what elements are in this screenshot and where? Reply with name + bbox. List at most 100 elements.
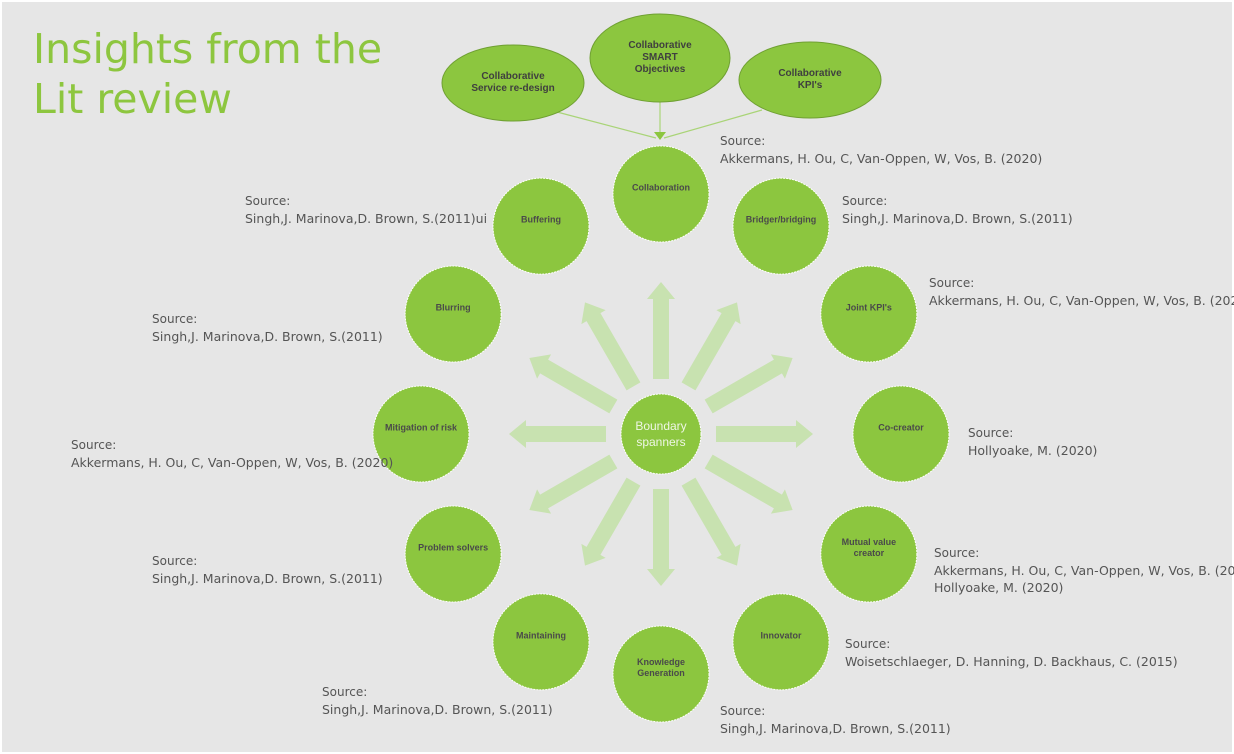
- arrow-shape: [581, 302, 641, 391]
- title-line-2: Lit review: [33, 75, 232, 123]
- source-heading: Source:: [842, 194, 888, 208]
- source-citation: Source: Akkermans, H. Ou, C, Van-Oppen, W…: [934, 545, 1234, 596]
- radial-arrow-icon: [529, 454, 618, 514]
- outer-node: [492, 177, 590, 275]
- source-reference: Hollyoake, M. (2020): [968, 443, 1098, 458]
- source-reference: Hollyoake, M. (2020): [934, 580, 1064, 595]
- source-citation: Source: Singh,J. Marinova,D. Brown, S.(20…: [842, 193, 1073, 227]
- source-citation: Source: Singh,J. Marinova,D. Brown, S.(20…: [152, 553, 383, 587]
- source-reference: Singh,J. Marinova,D. Brown, S.(2011): [152, 571, 383, 586]
- source-citation: Source: Akkermans, H. Ou, C, Van-Oppen, W…: [929, 275, 1234, 309]
- source-reference: Singh,J. Marinova,D. Brown, S.(2011): [842, 211, 1073, 226]
- outer-node: [372, 385, 470, 483]
- radial-arrow-icon: [647, 282, 675, 379]
- radial-arrow-icon: [647, 489, 675, 586]
- source-reference: Singh,J. Marinova,D. Brown, S.(2011): [152, 329, 383, 344]
- source-heading: Source:: [245, 194, 291, 208]
- center-node-label: Boundary spanners: [635, 419, 687, 449]
- outer-node-label: Maintaining: [516, 630, 566, 641]
- outer-node-label: Collaboration: [632, 182, 690, 193]
- source-heading: Source:: [929, 276, 975, 290]
- radial-arrow-icon: [704, 354, 793, 414]
- slide-title: Insights from the Lit review: [33, 24, 382, 124]
- top-oval-label: Collaborative SMART Objectives: [628, 40, 692, 75]
- source-heading: Source:: [71, 438, 117, 452]
- source-heading: Source:: [720, 704, 766, 718]
- source-heading: Source:: [934, 546, 980, 560]
- outer-node-label: Blurring: [435, 302, 471, 313]
- source-heading: Source:: [968, 426, 1014, 440]
- title-line-1: Insights from the: [33, 25, 383, 73]
- outer-node-label: Joint KPI's: [845, 302, 892, 313]
- outer-node-label: Co-creator: [878, 422, 924, 433]
- radial-arrow-icon: [681, 302, 741, 391]
- arrow-shape: [529, 354, 618, 414]
- radial-arrow-icon: [581, 477, 641, 566]
- radial-arrow-icon: [581, 302, 641, 391]
- source-heading: Source:: [845, 637, 891, 651]
- source-reference: Akkermans, H. Ou, C, Van-Oppen, W, Vos, …: [71, 455, 394, 470]
- radial-arrow-icon: [716, 420, 813, 448]
- source-heading: Source:: [152, 312, 198, 326]
- radial-arrow-icon: [681, 477, 741, 566]
- arrow-shape: [529, 454, 618, 514]
- arrow-shape: [581, 477, 641, 566]
- outer-node: [820, 505, 918, 603]
- connector-line: [663, 109, 763, 139]
- top-oval-label: Collaborative KPI's: [778, 68, 842, 91]
- outer-node-label: Innovator: [760, 630, 802, 641]
- source-citation: Source: Akkermans, H. Ou, C, Van-Oppen, W…: [71, 437, 393, 471]
- connector-line: [556, 111, 657, 139]
- outer-node-label: Bridger/bridging: [745, 214, 817, 225]
- outer-node: [820, 265, 918, 363]
- outer-node-label: Knowledge Generation: [636, 657, 686, 678]
- source-citation: Source: Akkermans, H. Ou, C, Van-Oppen, W…: [720, 133, 1042, 167]
- arrow-shape: [647, 489, 675, 586]
- arrow-shape: [509, 420, 606, 448]
- source-citation: Source: Singh,J. Marinova,D. Brown, S.(20…: [152, 311, 383, 345]
- source-citation: Source: Singh,J. Marinova,D. Brown, S.(20…: [245, 193, 487, 227]
- outer-node: [404, 505, 502, 603]
- outer-node-label: Problem solvers: [418, 542, 489, 553]
- source-reference: Singh,J. Marinova,D. Brown, S.(2011)ui: [245, 211, 488, 226]
- outer-node: [732, 593, 830, 691]
- source-reference: Singh,J. Marinova,D. Brown, S.(2011): [720, 721, 951, 736]
- arrow-shape: [647, 282, 675, 379]
- top-oval: [589, 13, 731, 103]
- arrow-shape: [681, 477, 741, 566]
- outer-node: [732, 177, 830, 275]
- top-oval: [441, 44, 585, 122]
- arrow-shape: [681, 302, 741, 391]
- source-heading: Source:: [322, 685, 368, 699]
- outer-node: [612, 145, 710, 243]
- outer-node: [612, 625, 710, 723]
- source-reference: Akkermans, H. Ou, C, Van-Oppen, W, Vos, …: [934, 563, 1234, 578]
- source-citation: Source: Singh,J. Marinova,D. Brown, S.(20…: [322, 684, 553, 718]
- top-oval: [738, 41, 882, 119]
- source-heading: Source:: [720, 134, 766, 148]
- source-citation: Source: Singh,J. Marinova,D. Brown, S.(20…: [720, 703, 951, 737]
- arrowhead-icon: [654, 132, 666, 140]
- source-reference: Woisetschlaeger, D. Hanning, D. Backhaus…: [845, 654, 1178, 669]
- radial-arrow-icon: [509, 420, 606, 448]
- source-heading: Source:: [152, 554, 198, 568]
- outer-node: [852, 385, 950, 483]
- arrow-shape: [716, 420, 813, 448]
- outer-node-label: Mutual value creator: [841, 537, 897, 558]
- source-citation: Source: Woisetschlaeger, D. Hanning, D. B…: [845, 636, 1178, 670]
- outer-node: [492, 593, 590, 691]
- arrow-shape: [704, 354, 793, 414]
- outer-node-label: Mitigation of risk: [385, 422, 457, 433]
- top-oval-label: Collaborative Service re-design: [471, 71, 555, 94]
- radial-arrow-icon: [704, 454, 793, 514]
- outer-node-label: Buffering: [521, 214, 561, 225]
- source-reference: Akkermans, H. Ou, C, Van-Oppen, W, Vos, …: [720, 151, 1043, 166]
- source-reference: Akkermans, H. Ou, C, Van-Oppen, W, Vos, …: [929, 293, 1234, 308]
- radial-arrow-icon: [529, 354, 618, 414]
- source-reference: Singh,J. Marinova,D. Brown, S.(2011): [322, 702, 553, 717]
- source-citation: Source: Hollyoake, M. (2020): [968, 425, 1097, 459]
- center-node: [620, 393, 702, 475]
- outer-node: [404, 265, 502, 363]
